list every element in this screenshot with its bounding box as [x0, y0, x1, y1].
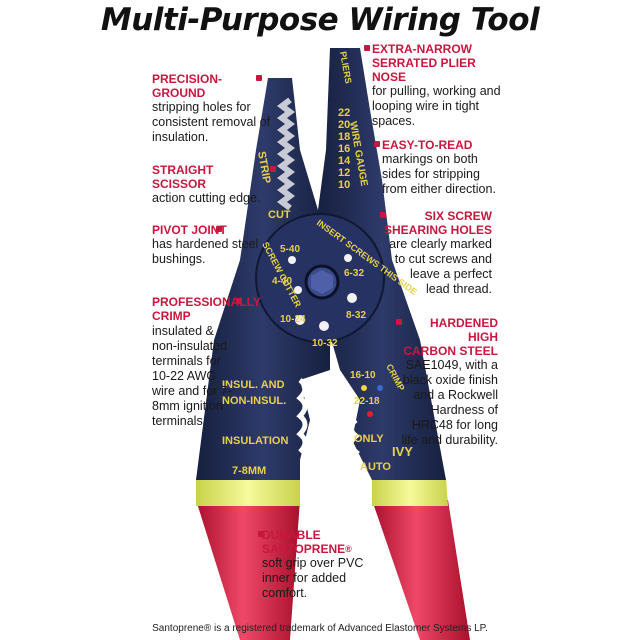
callout-head: SERRATED PLIER NOSE: [372, 56, 476, 84]
callout-marker: [256, 75, 262, 81]
callout-head: CRIMP: [152, 309, 191, 323]
gauge-20: 20: [338, 119, 350, 131]
cut-label: CUT: [268, 209, 291, 221]
page-title: Multi-Purpose Wiring Tool: [100, 2, 540, 38]
gauge-12: 12: [338, 167, 350, 179]
screw-size-4-40: 4-40: [272, 276, 292, 287]
gauge-22: 22: [338, 107, 350, 119]
stripping-teeth: [277, 97, 295, 211]
insulation-label: INSULATION: [222, 435, 288, 447]
callout-body: markings on both sides for stripping fro…: [382, 152, 496, 196]
callout-head: PIVOT JOINT: [152, 223, 227, 237]
callout-marker: [258, 531, 264, 537]
callout-body: for pulling, working and looping wire in…: [372, 84, 501, 128]
callout-body: are clearly marked to cut screws and lea…: [389, 237, 492, 296]
callout-easy-to-read: EASY-TO-READ markings on both sides for …: [382, 138, 502, 197]
callout-marker: [396, 319, 402, 325]
callout-head: SHEARING HOLES: [384, 223, 493, 237]
screw-size-10-24: 10-24: [280, 314, 306, 325]
left-handle-grip: [196, 500, 300, 640]
callout-head: EASY-TO-READ: [382, 138, 473, 152]
callout-head: PROFESSIONALLY: [152, 295, 261, 309]
callout-body: action cutting edge.: [152, 191, 261, 205]
callout-body: stripping holes for consistent removal o…: [152, 100, 271, 144]
callout-santoprene: DURABLE SANTOPRENE® soft grip over PVC i…: [262, 528, 372, 601]
crimp-dot-yellow: [361, 385, 367, 391]
gauge-10: 10: [338, 179, 350, 191]
screw-size-10-32: 10-32: [312, 338, 338, 349]
screw-hole: [347, 293, 357, 303]
callout-head: DURABLE: [262, 528, 321, 542]
callout-body: has hardened steel bushings.: [152, 237, 259, 266]
callout-screw-holes: SIX SCREW SHEARING HOLES are clearly mar…: [384, 209, 492, 297]
callout-marker: [236, 298, 242, 304]
callout-marker: [270, 166, 276, 172]
callout-head: CARBON STEEL: [403, 344, 498, 358]
gauge-18: 18: [338, 131, 350, 143]
crimp-dot-blue: [377, 385, 383, 391]
callout-head: PRECISION-GROUND: [152, 72, 223, 100]
callout-marker: [216, 226, 222, 232]
callout-body: insulated & non-insulated terminals for …: [152, 324, 232, 428]
callout-head: STRAIGHT SCISSOR: [152, 163, 214, 191]
crimp-dot-red: [367, 411, 373, 417]
callout-pivot-joint: PIVOT JOINT has hardened steel bushings.: [152, 223, 262, 267]
right-collar: [372, 478, 448, 506]
crimp-size-16-10: 16-10: [350, 370, 376, 381]
auto-label: AUTO: [360, 461, 391, 473]
callout-straight-scissor: STRAIGHT SCISSOR action cutting edge.: [152, 163, 267, 206]
crimp-size-22-18: 22-18: [354, 396, 380, 407]
mm-label: 7-8MM: [232, 465, 266, 477]
screw-size-5-40: 5-40: [280, 244, 300, 255]
gauge-14: 14: [338, 155, 351, 167]
brand-logo: IVY: [392, 444, 413, 459]
callout-head: HARDENED HIGH: [429, 316, 498, 344]
screw-hole: [295, 315, 305, 325]
callout-precision-ground: PRECISION-GROUND stripping holes for con…: [152, 72, 272, 145]
screw-size-8-32: 8-32: [346, 310, 366, 321]
screw-hole: [344, 254, 352, 262]
callout-marker: [380, 212, 386, 218]
registered-mark: ®: [345, 544, 352, 554]
callout-carbon-steel: HARDENED HIGH CARBON STEEL SAE1049, with…: [398, 316, 498, 448]
trademark-footnote: Santoprene® is a registered trademark of…: [152, 623, 488, 634]
callout-plier-nose: EXTRA-NARROW SERRATED PLIER NOSE for pul…: [372, 42, 512, 129]
gauge-16: 16: [338, 143, 350, 155]
callout-professionally-crimp: PROFESSIONALLY CRIMP insulated & non-ins…: [152, 295, 261, 429]
callout-body: SAE1049, with a black oxide finish and a…: [401, 358, 498, 447]
screw-hole: [288, 256, 296, 264]
callout-marker: [364, 45, 370, 51]
non-insul-label: NON-INSUL.: [222, 395, 286, 407]
insul-and-label: INSUL. AND: [222, 379, 285, 391]
callout-head: SANTOPRENE: [262, 542, 346, 556]
crimp-notches: [296, 378, 308, 454]
strip-label: STRIP: [255, 150, 272, 184]
only-label: ONLY: [354, 433, 384, 445]
callout-head: EXTRA-NARROW: [372, 42, 472, 56]
crimp-notches: [348, 418, 360, 470]
callout-marker: [374, 141, 380, 147]
left-collar: [196, 478, 300, 506]
callout-head: SIX SCREW: [424, 209, 492, 223]
right-handle-grip: [372, 500, 470, 640]
screw-hole: [294, 286, 302, 294]
screw-hole: [319, 321, 329, 331]
screw-size-6-32: 6-32: [344, 268, 364, 279]
callout-body: soft grip over PVC inner for added comfo…: [262, 556, 364, 600]
